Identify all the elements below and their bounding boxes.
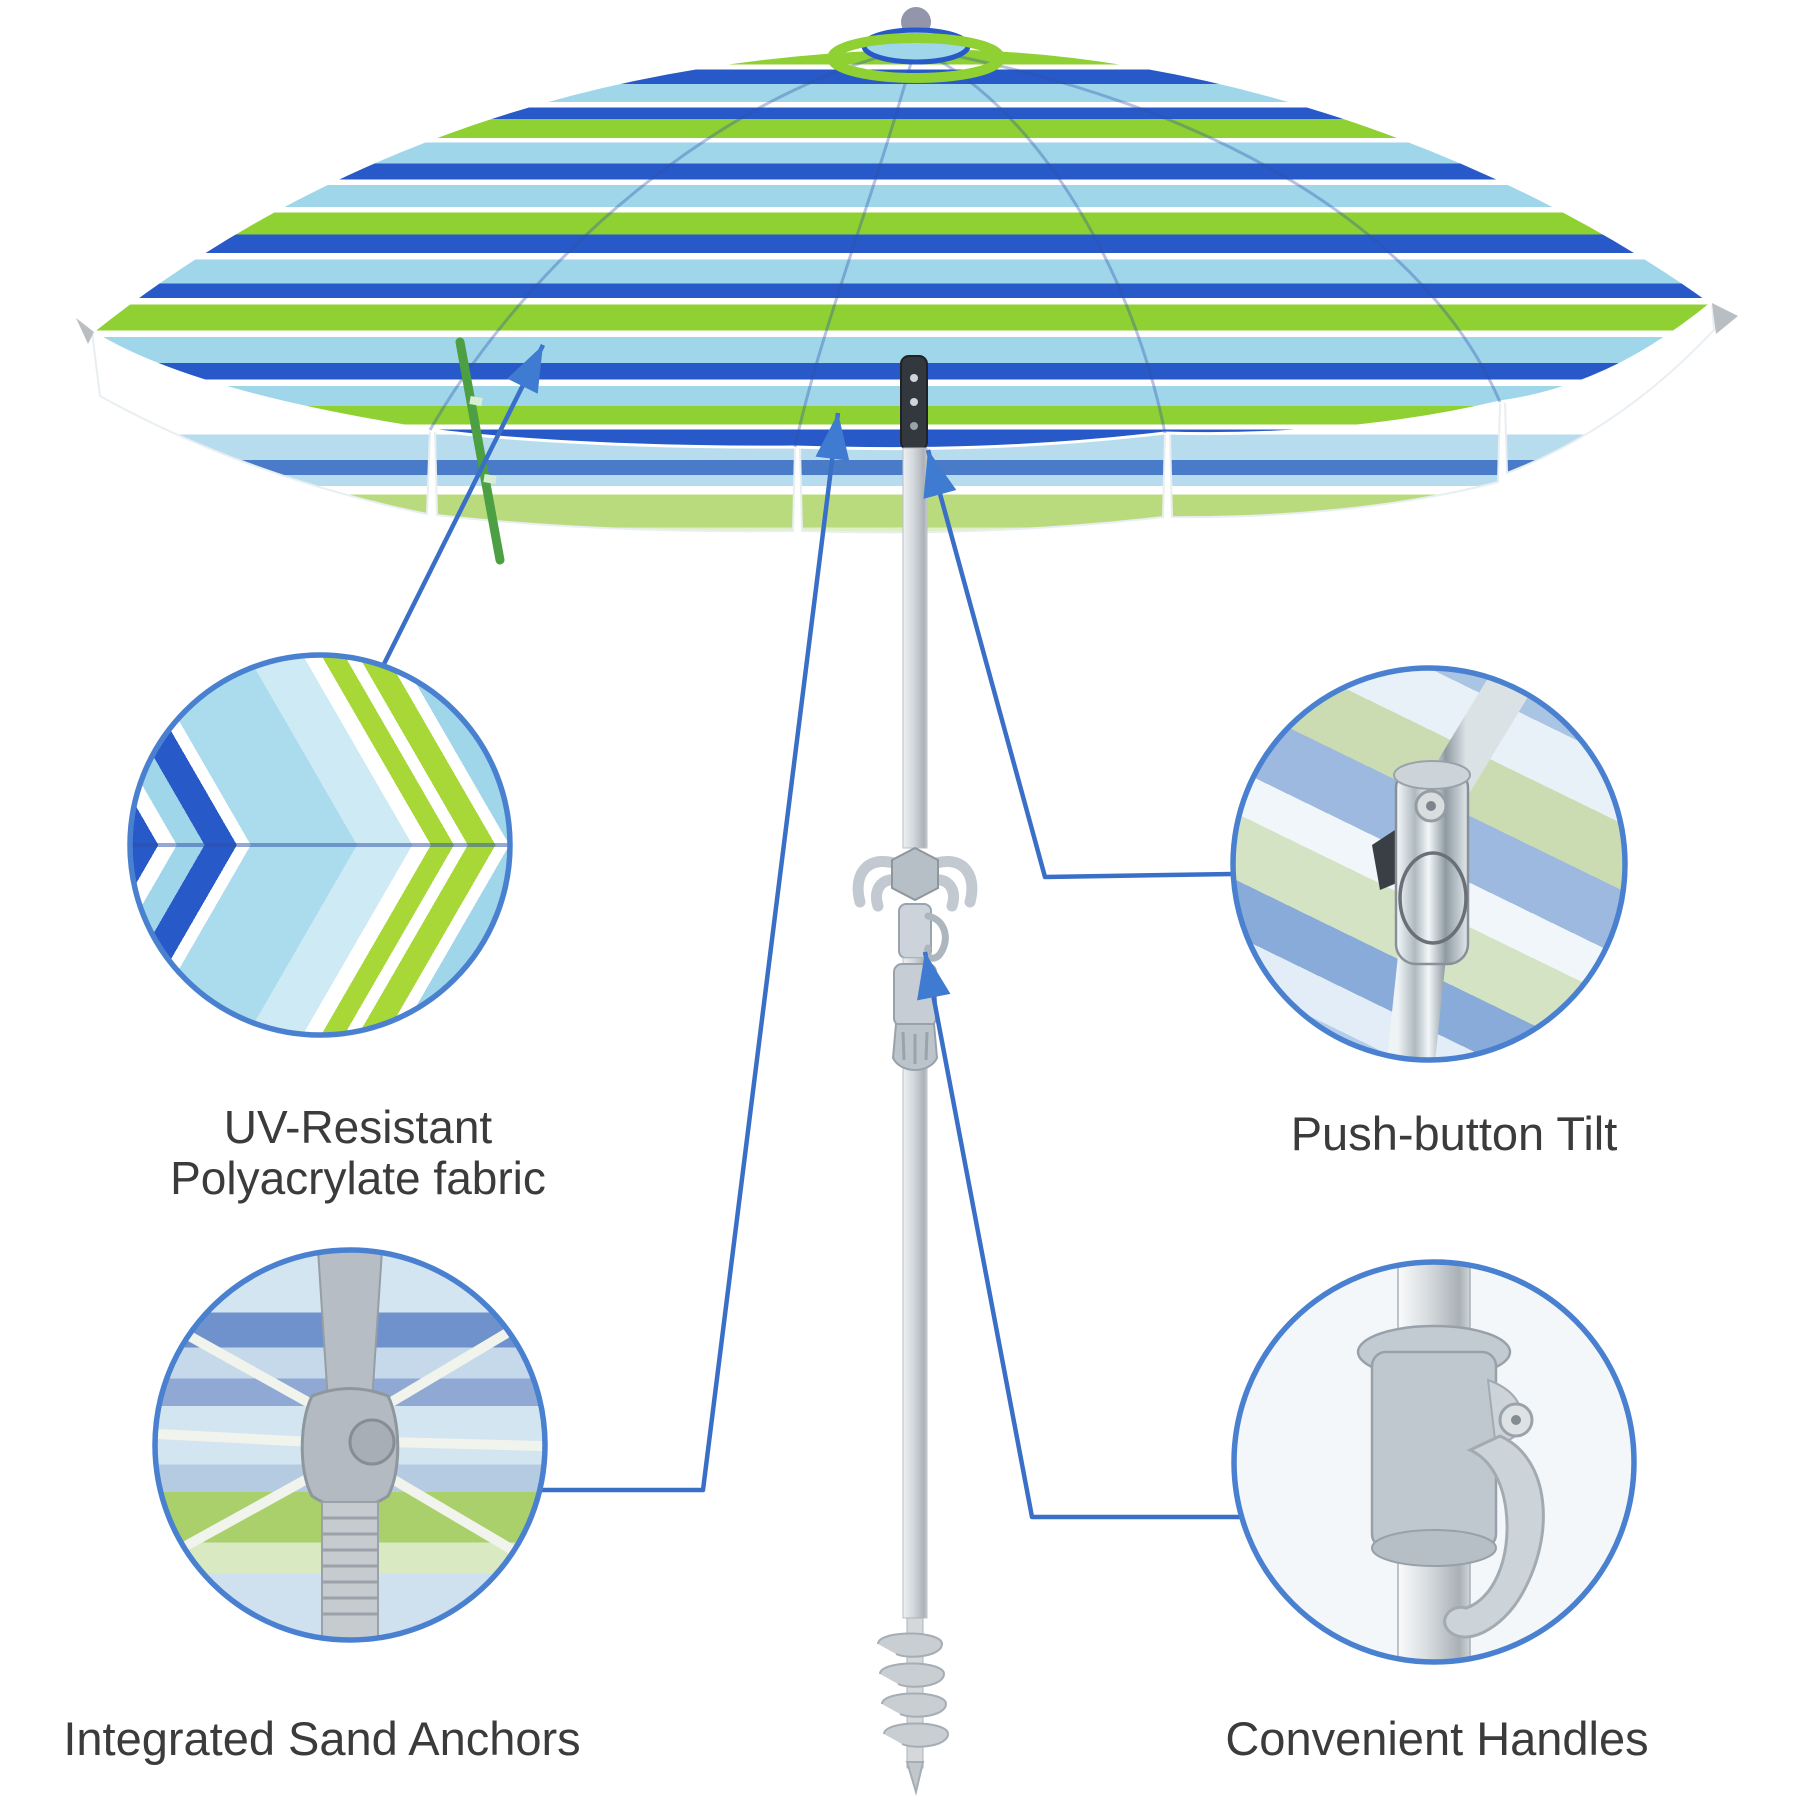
hub-rib: [373, 1319, 527, 1415]
connector-anchors: [540, 412, 841, 1493]
pole-upper: [902, 447, 928, 849]
tilt-circle-ring: [1230, 665, 1628, 1063]
tilt-mechanism-pin: [910, 374, 918, 382]
sand-screw-anchor: [877, 1617, 950, 1796]
arrowhead-anchors: [815, 413, 850, 461]
fabric-closeup-image: [132, 657, 508, 1033]
fabric-label-line2: Polyacrylate fabric: [170, 1152, 546, 1204]
rib-end-band: [469, 396, 483, 406]
right-rib-tip: [1712, 303, 1738, 334]
handle-detail-callout: [1231, 1259, 1637, 1665]
umbrella-illustration: [76, 7, 1738, 1796]
umbrella-valance: [90, 301, 1716, 534]
sand-anchor-detail-callout: [152, 1247, 548, 1643]
anchor-circle-ring: [152, 1247, 548, 1643]
anchor-closeup-image: [157, 1252, 543, 1638]
handle-screw-center: [1511, 1415, 1521, 1425]
clamp-groove: [924, 1031, 929, 1061]
hub-rib: [383, 1437, 543, 1451]
callout-connectors: [377, 343, 1242, 1520]
handle-circle-ring: [1231, 1259, 1637, 1665]
clamp-groove: [901, 1031, 906, 1061]
umbrella-canopy: [89, 46, 1715, 451]
hanger-hub-nut: [891, 846, 939, 902]
tilt-mechanism-pin: [910, 398, 918, 406]
arrowhead-fabric: [507, 345, 543, 394]
finial-wrap-green: [827, 33, 1005, 83]
left-rib-tip: [76, 318, 94, 344]
callout-arrowheads: [507, 345, 957, 1001]
tilt-detail-callout: [1230, 665, 1628, 1063]
tilt-screw-center: [1426, 801, 1436, 811]
handle-sleeve-rim: [1371, 1529, 1497, 1567]
canopy-seam: [793, 47, 917, 448]
tilt-joint-collar: [1393, 760, 1471, 790]
hub-threads: [322, 1516, 378, 1616]
auger-flange: [881, 1692, 948, 1718]
hanging-rib-end: [455, 337, 505, 565]
connector-fabric: [377, 343, 546, 674]
auger-flange: [877, 1632, 944, 1658]
anchors-label: Integrated Sand Anchors: [63, 1712, 580, 1765]
arrowhead-handles: [917, 952, 951, 1001]
fabric-label-line1: UV-Resistant: [224, 1101, 493, 1153]
umbrella-pole-assembly: [852, 355, 978, 1796]
fabric-circle-ring: [127, 652, 513, 1038]
auger-flange: [879, 1662, 946, 1688]
handles-label: Convenient Handles: [1225, 1712, 1648, 1765]
hub-threaded-pole: [321, 1501, 379, 1638]
arrowhead-tilt: [923, 450, 957, 499]
hub-rib: [170, 1323, 327, 1415]
handle-hook-grip: [1443, 1434, 1545, 1639]
hub-pole-upper: [316, 1252, 384, 1403]
hub-rib: [177, 1469, 321, 1553]
feature-labels: UV-Resistant Polyacrylate fabric Push-bu…: [63, 1101, 1648, 1765]
tilt-push-button: [1398, 851, 1468, 945]
connector-handles: [922, 951, 1242, 1520]
hub-rib: [379, 1469, 521, 1557]
auger-tip: [905, 1761, 925, 1796]
rib-end-band: [483, 474, 497, 484]
canopy-seam: [914, 46, 1502, 403]
handle-closeup-image: [1236, 1264, 1632, 1660]
fabric-detail-callout: [127, 652, 513, 1038]
auger-flange: [883, 1722, 950, 1748]
hub-button: [348, 1418, 396, 1466]
canopy-finial: [827, 7, 1005, 83]
tilt-label: Push-button Tilt: [1291, 1107, 1618, 1160]
tilt-mechanism-pin: [910, 422, 918, 430]
rib-end-stick: [455, 337, 505, 565]
hub-rib: [157, 1429, 317, 1447]
connector-tilt: [925, 449, 1234, 880]
hub-ribs: [157, 1319, 543, 1557]
tilt-closeup-image: [1235, 670, 1623, 1058]
